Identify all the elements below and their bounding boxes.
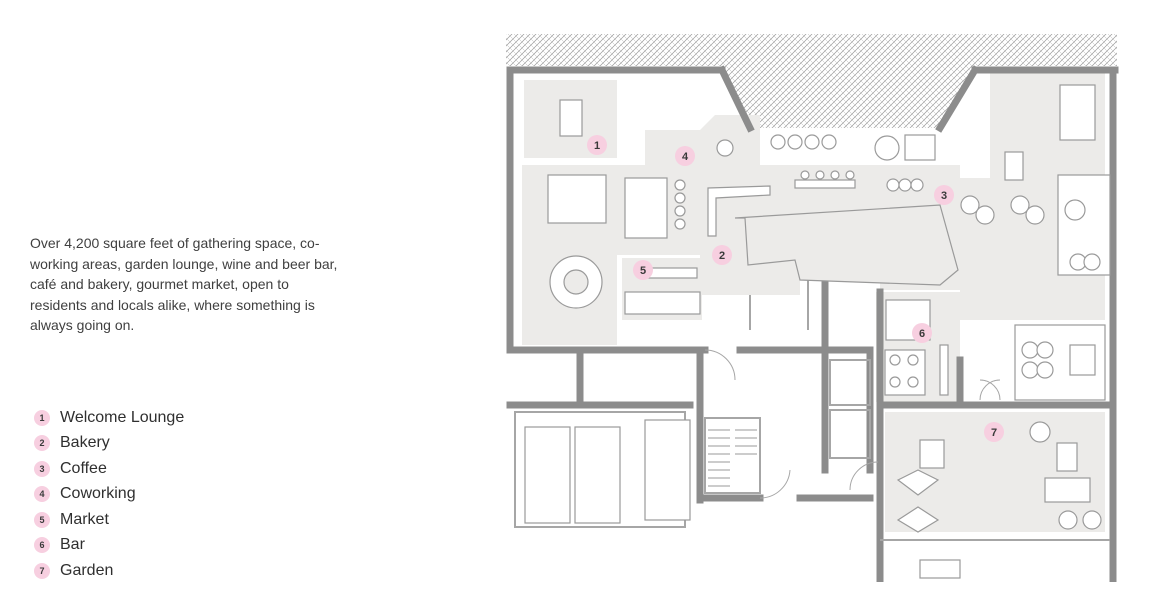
terrace-hatch (506, 34, 1117, 128)
legend: 1 Welcome Lounge 2 Bakery 3 Coffee 4 Cow… (34, 405, 184, 584)
legend-label: Market (60, 510, 109, 528)
legend-label: Bakery (60, 434, 110, 452)
legend-badge: 3 (34, 460, 50, 477)
stairs (708, 429, 757, 487)
zone-badge-2: 2 (712, 245, 732, 265)
legend-item-coworking: 4 Coworking (34, 482, 184, 508)
furniture (524, 84, 1111, 579)
door-swings (704, 349, 1001, 499)
legend-label: Coffee (60, 459, 107, 477)
legend-label: Welcome Lounge (60, 408, 185, 426)
legend-badge: 1 (34, 409, 50, 426)
legend-item-bakery: 2 Bakery (34, 431, 184, 457)
svg-text:6: 6 (919, 328, 925, 340)
legend-item-market: 5 Market (34, 507, 184, 533)
svg-text:7: 7 (991, 427, 997, 439)
zone-badge-6: 6 (912, 323, 932, 343)
zone-badge-7: 7 (984, 422, 1004, 442)
legend-item-bar: 6 Bar (34, 533, 184, 559)
floor-plan: 1 2 3 4 5 6 7 (506, 34, 1119, 582)
svg-text:3: 3 (941, 190, 947, 202)
legend-badge: 5 (34, 511, 50, 528)
zone-badge-3: 3 (934, 185, 954, 205)
legend-label: Coworking (60, 485, 136, 503)
svg-text:1: 1 (594, 140, 600, 152)
legend-label: Bar (60, 536, 85, 554)
svg-text:5: 5 (640, 265, 646, 277)
legend-badge: 6 (34, 537, 50, 554)
svg-text:2: 2 (719, 250, 725, 262)
legend-badge: 7 (34, 562, 50, 579)
svg-text:4: 4 (682, 151, 689, 163)
legend-badge: 2 (34, 435, 50, 452)
zone-badge-4: 4 (675, 146, 695, 166)
zone-badge-5: 5 (633, 260, 653, 280)
description-text: Over 4,200 square feet of gathering spac… (30, 235, 338, 333)
legend-badge: 4 (34, 486, 50, 503)
zone-badge-1: 1 (587, 135, 607, 155)
legend-item-garden: 7 Garden (34, 558, 184, 584)
zone-badges: 1 2 3 4 5 6 7 (587, 135, 1004, 442)
legend-item-welcome-lounge: 1 Welcome Lounge (34, 405, 184, 431)
walls (506, 65, 1119, 582)
legend-label: Garden (60, 561, 114, 579)
legend-item-coffee: 3 Coffee (34, 456, 184, 482)
